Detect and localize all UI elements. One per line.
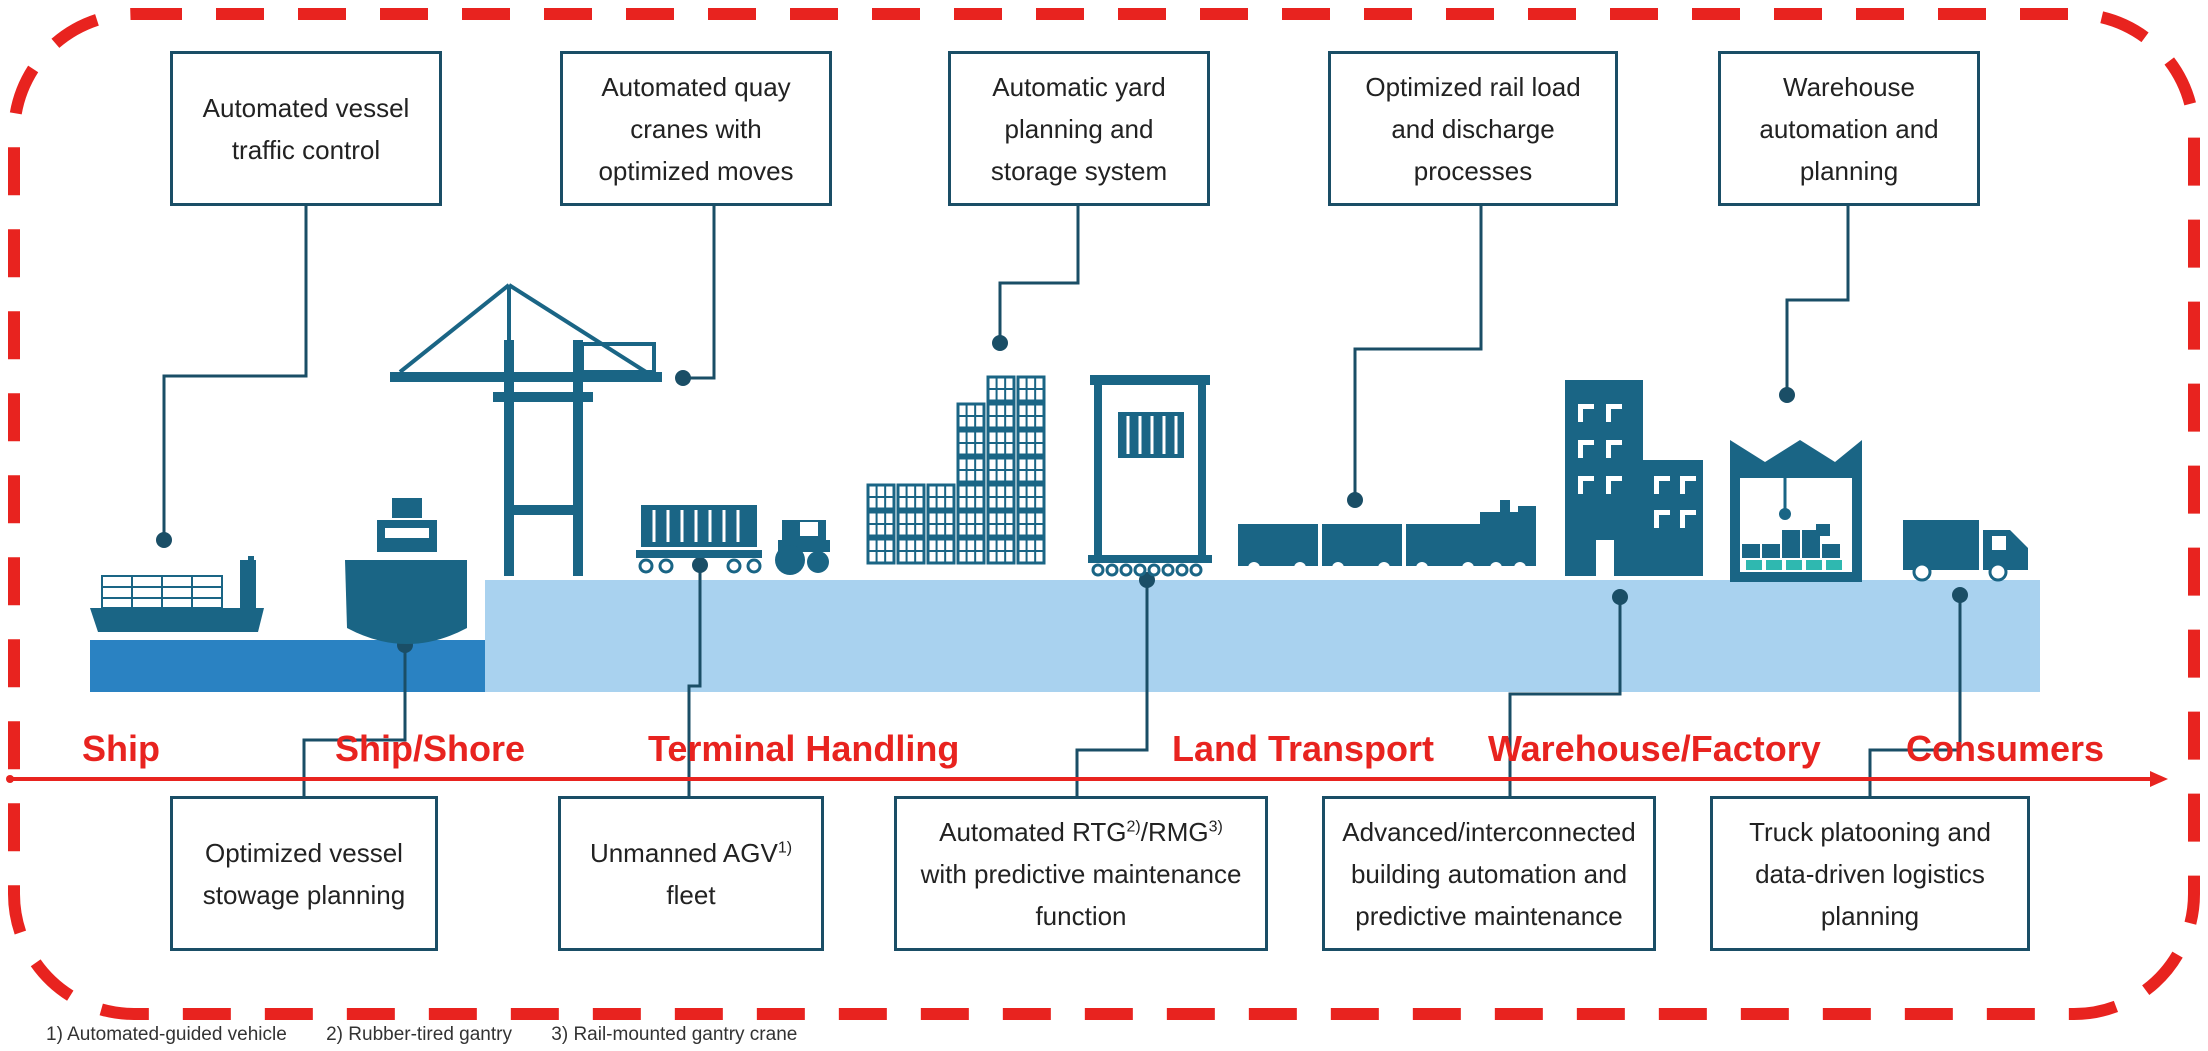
- top-box-yard-text: Automatic yard planning and storage syst…: [990, 71, 1168, 186]
- bottom-box-rtg-rmg-text: Automated RTG2)/RMG3) with predictive ma…: [921, 811, 1242, 937]
- rtg-footnote-ref: 2): [1126, 817, 1141, 835]
- stage-label-ship: Ship: [82, 728, 160, 769]
- connector-agv: [687, 565, 702, 796]
- connector-dots: [156, 335, 1968, 653]
- container-stack-icon: [866, 375, 1046, 565]
- bottom-box-agv-text: Unmanned AGV1) fleet: [590, 832, 792, 916]
- connector-truck: [1868, 595, 1962, 796]
- water-band: [90, 640, 485, 692]
- top-box-quay-cranes-text: Automated quay cranes with optimized mov…: [598, 71, 794, 186]
- connector-vessel-traffic: [162, 206, 308, 540]
- footnotes: 1) Automated-guided vehicle 2) Rubber-ti…: [46, 1024, 831, 1046]
- footnote-1: 1) Automated-guided vehicle: [46, 1024, 287, 1045]
- bottom-box-stowage-text: Optimized vessel stowage planning: [202, 837, 406, 910]
- bottom-box-truck: Truck platooning and data-driven logisti…: [1710, 796, 2030, 951]
- stage-label-land-transport: Land Transport: [1172, 728, 1435, 769]
- connector-building: [1508, 597, 1622, 796]
- quay-crane-icon: [390, 283, 662, 576]
- connector-rtg: [1075, 580, 1149, 796]
- connector-warehouse: [1785, 206, 1850, 395]
- stage-label-warehouse-factory: Warehouse/Factory: [1488, 728, 1821, 769]
- factory-icon: [1730, 440, 1862, 582]
- tractor-icon: [775, 520, 830, 575]
- agv-train-icon: [636, 505, 762, 574]
- rtg-text-main: Automated RTG: [939, 816, 1127, 847]
- stage-label-terminal-handling: Terminal Handling: [648, 728, 960, 769]
- agv-footnote-ref: 1): [777, 838, 793, 856]
- timeline-arrow: [6, 771, 2168, 787]
- footnote-3: 3) Rail-mounted gantry crane: [551, 1024, 798, 1045]
- top-box-warehouse: Warehouse automation and planning: [1718, 51, 1980, 206]
- rmg-footnote-ref: 3): [1208, 817, 1223, 835]
- truck-icon: [1903, 520, 2028, 582]
- rmg-crane-icon: [1088, 375, 1212, 577]
- freight-train-icon: [1238, 500, 1536, 574]
- connector-rail: [1353, 206, 1483, 500]
- top-box-rail-text: Optimized rail load and discharge proces…: [1365, 71, 1581, 186]
- agv-text-rest: fleet: [666, 879, 716, 910]
- bottom-box-truck-text: Truck platooning and data-driven logisti…: [1749, 816, 1991, 931]
- footnote-2: 2) Rubber-tired gantry: [326, 1024, 512, 1045]
- bottom-box-building-text: Advanced/interconnected building automat…: [1342, 816, 1636, 931]
- stage-label-consumers: Consumers: [1906, 728, 2105, 769]
- container-ship-icon: [90, 556, 264, 632]
- top-box-rail: Optimized rail load and discharge proces…: [1328, 51, 1618, 206]
- rmg-text-main: /RMG: [1140, 816, 1209, 847]
- bottom-box-stowage: Optimized vessel stowage planning: [170, 796, 438, 951]
- connector-stowage: [302, 645, 407, 796]
- land-band: [485, 580, 2040, 692]
- bottom-box-building: Advanced/interconnected building automat…: [1322, 796, 1656, 951]
- office-building-icon: [1565, 380, 1703, 576]
- top-box-quay-cranes: Automated quay cranes with optimized mov…: [560, 51, 832, 206]
- top-box-vessel-traffic: Automated vessel traffic control: [170, 51, 442, 206]
- top-box-warehouse-text: Warehouse automation and planning: [1759, 71, 1939, 186]
- ship-bow-icon: [345, 498, 467, 644]
- bottom-box-agv: Unmanned AGV1) fleet: [558, 796, 824, 951]
- stage-label-ship-shore: Ship/Shore: [335, 728, 526, 769]
- top-box-vessel-traffic-text: Automated vessel traffic control: [202, 92, 410, 165]
- rtg-text-rest: with predictive maintenance function: [920, 858, 1242, 931]
- connector-quay-cranes: [683, 206, 716, 380]
- dashed-frame: [8, 8, 2200, 1020]
- connector-yard: [998, 206, 1080, 343]
- bottom-box-rtg-rmg: Automated RTG2)/RMG3) with predictive ma…: [894, 796, 1268, 951]
- top-box-yard: Automatic yard planning and storage syst…: [948, 51, 1210, 206]
- connectors: [162, 206, 1962, 796]
- agv-text-main: Unmanned AGV: [589, 837, 778, 868]
